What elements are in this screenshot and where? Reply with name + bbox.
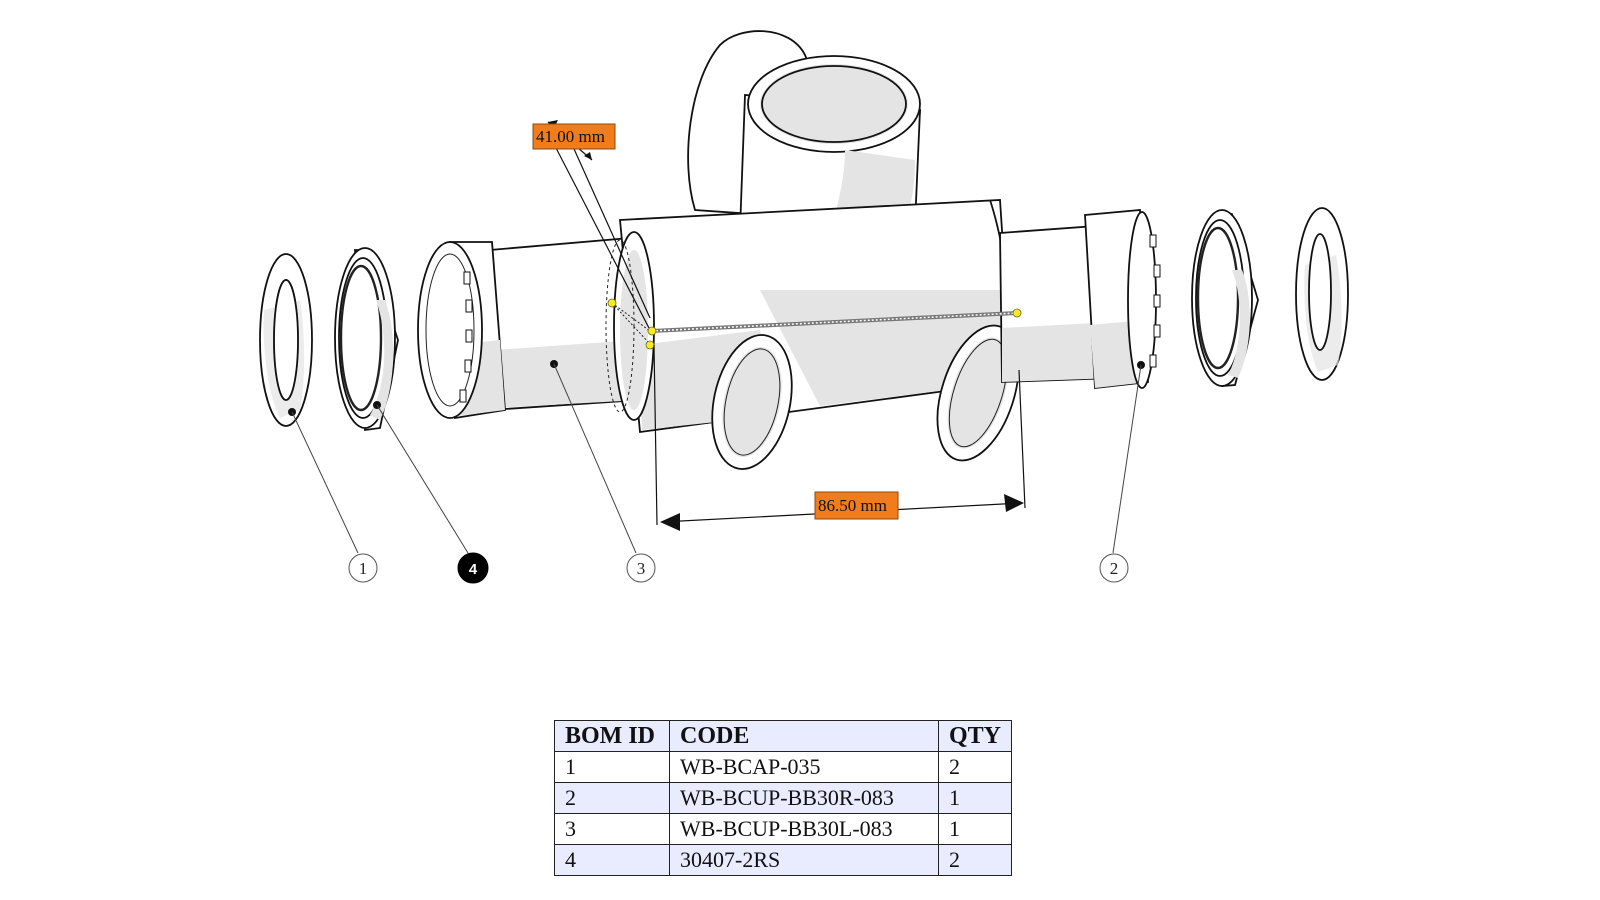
- balloon-3-label: 3: [637, 559, 646, 578]
- bom-header-code: CODE: [669, 720, 939, 752]
- measure-handle[interactable]: [645, 340, 655, 350]
- bom-row[interactable]: 4 30407-2RS 2: [554, 844, 1013, 876]
- bom-row[interactable]: 2 WB-BCUP-BB30R-083 1: [554, 782, 1013, 814]
- balloon-2-label: 2: [1110, 559, 1119, 578]
- balloon-4-label: 4: [469, 561, 478, 578]
- bom-cell-qty: 2: [937, 844, 1013, 876]
- balloon-1[interactable]: 1: [348, 553, 378, 583]
- cable-port-right: [936, 324, 1020, 462]
- bom-cell-id: 2: [554, 782, 670, 814]
- dimension-shell-width-label: 86.50 mm: [818, 496, 887, 515]
- bearing-left[interactable]: [334, 247, 399, 432]
- bom-row[interactable]: 3 WB-BCUP-BB30L-083 1: [554, 813, 1013, 845]
- bom-cell-code: WB-BCUP-BB30R-083: [669, 782, 939, 814]
- bom-header-row: BOM ID CODE QTY: [554, 720, 1013, 752]
- bom-row[interactable]: 1 WB-BCAP-035 2: [554, 751, 1013, 783]
- bom-cell-id: 4: [554, 844, 670, 876]
- bom-cell-code: WB-BCAP-035: [669, 751, 939, 783]
- bom-table: BOM ID CODE QTY 1 WB-BCAP-035 2 2 WB-BCU…: [554, 720, 1013, 876]
- balloon-1-label: 1: [359, 559, 368, 578]
- bottom-cap-left[interactable]: [259, 253, 313, 427]
- bom-cell-qty: 2: [937, 751, 1013, 783]
- bearing-right[interactable]: [1191, 209, 1259, 387]
- balloon-3[interactable]: 3: [626, 553, 656, 583]
- bom-cell-code: WB-BCUP-BB30L-083: [669, 813, 939, 845]
- leader-lines: [288, 360, 1145, 554]
- bom-cell-qty: 1: [937, 782, 1013, 814]
- dimension-shell-width[interactable]: 86.50 mm: [653, 344, 1026, 531]
- balloon-4-selected[interactable]: 4: [457, 552, 489, 584]
- measure-handle[interactable]: [647, 326, 657, 336]
- dimension-label-box: [532, 123, 616, 150]
- bom-header-id: BOM ID: [554, 720, 670, 752]
- measure-handle[interactable]: [1012, 308, 1022, 318]
- bom-cell-id: 3: [554, 813, 670, 845]
- bom-cell-id: 1: [554, 751, 670, 783]
- dimension-diameter[interactable]: 41.00 mm: [532, 120, 651, 331]
- bom-header-qty: QTY: [937, 720, 1013, 752]
- bottom-cap-right[interactable]: [1295, 207, 1349, 381]
- bom-cell-qty: 1: [937, 813, 1013, 845]
- bom-cell-code: 30407-2RS: [669, 844, 939, 876]
- cable-port-left: [711, 334, 793, 470]
- bearing-cup-right[interactable]: [999, 209, 1161, 390]
- dimension-label-box: [814, 491, 899, 520]
- measure-handle[interactable]: [607, 298, 617, 308]
- bearing-cup-left[interactable]: [417, 237, 641, 420]
- balloon-2[interactable]: 2: [1099, 553, 1129, 583]
- dimension-diameter-label: 41.00 mm: [536, 127, 605, 146]
